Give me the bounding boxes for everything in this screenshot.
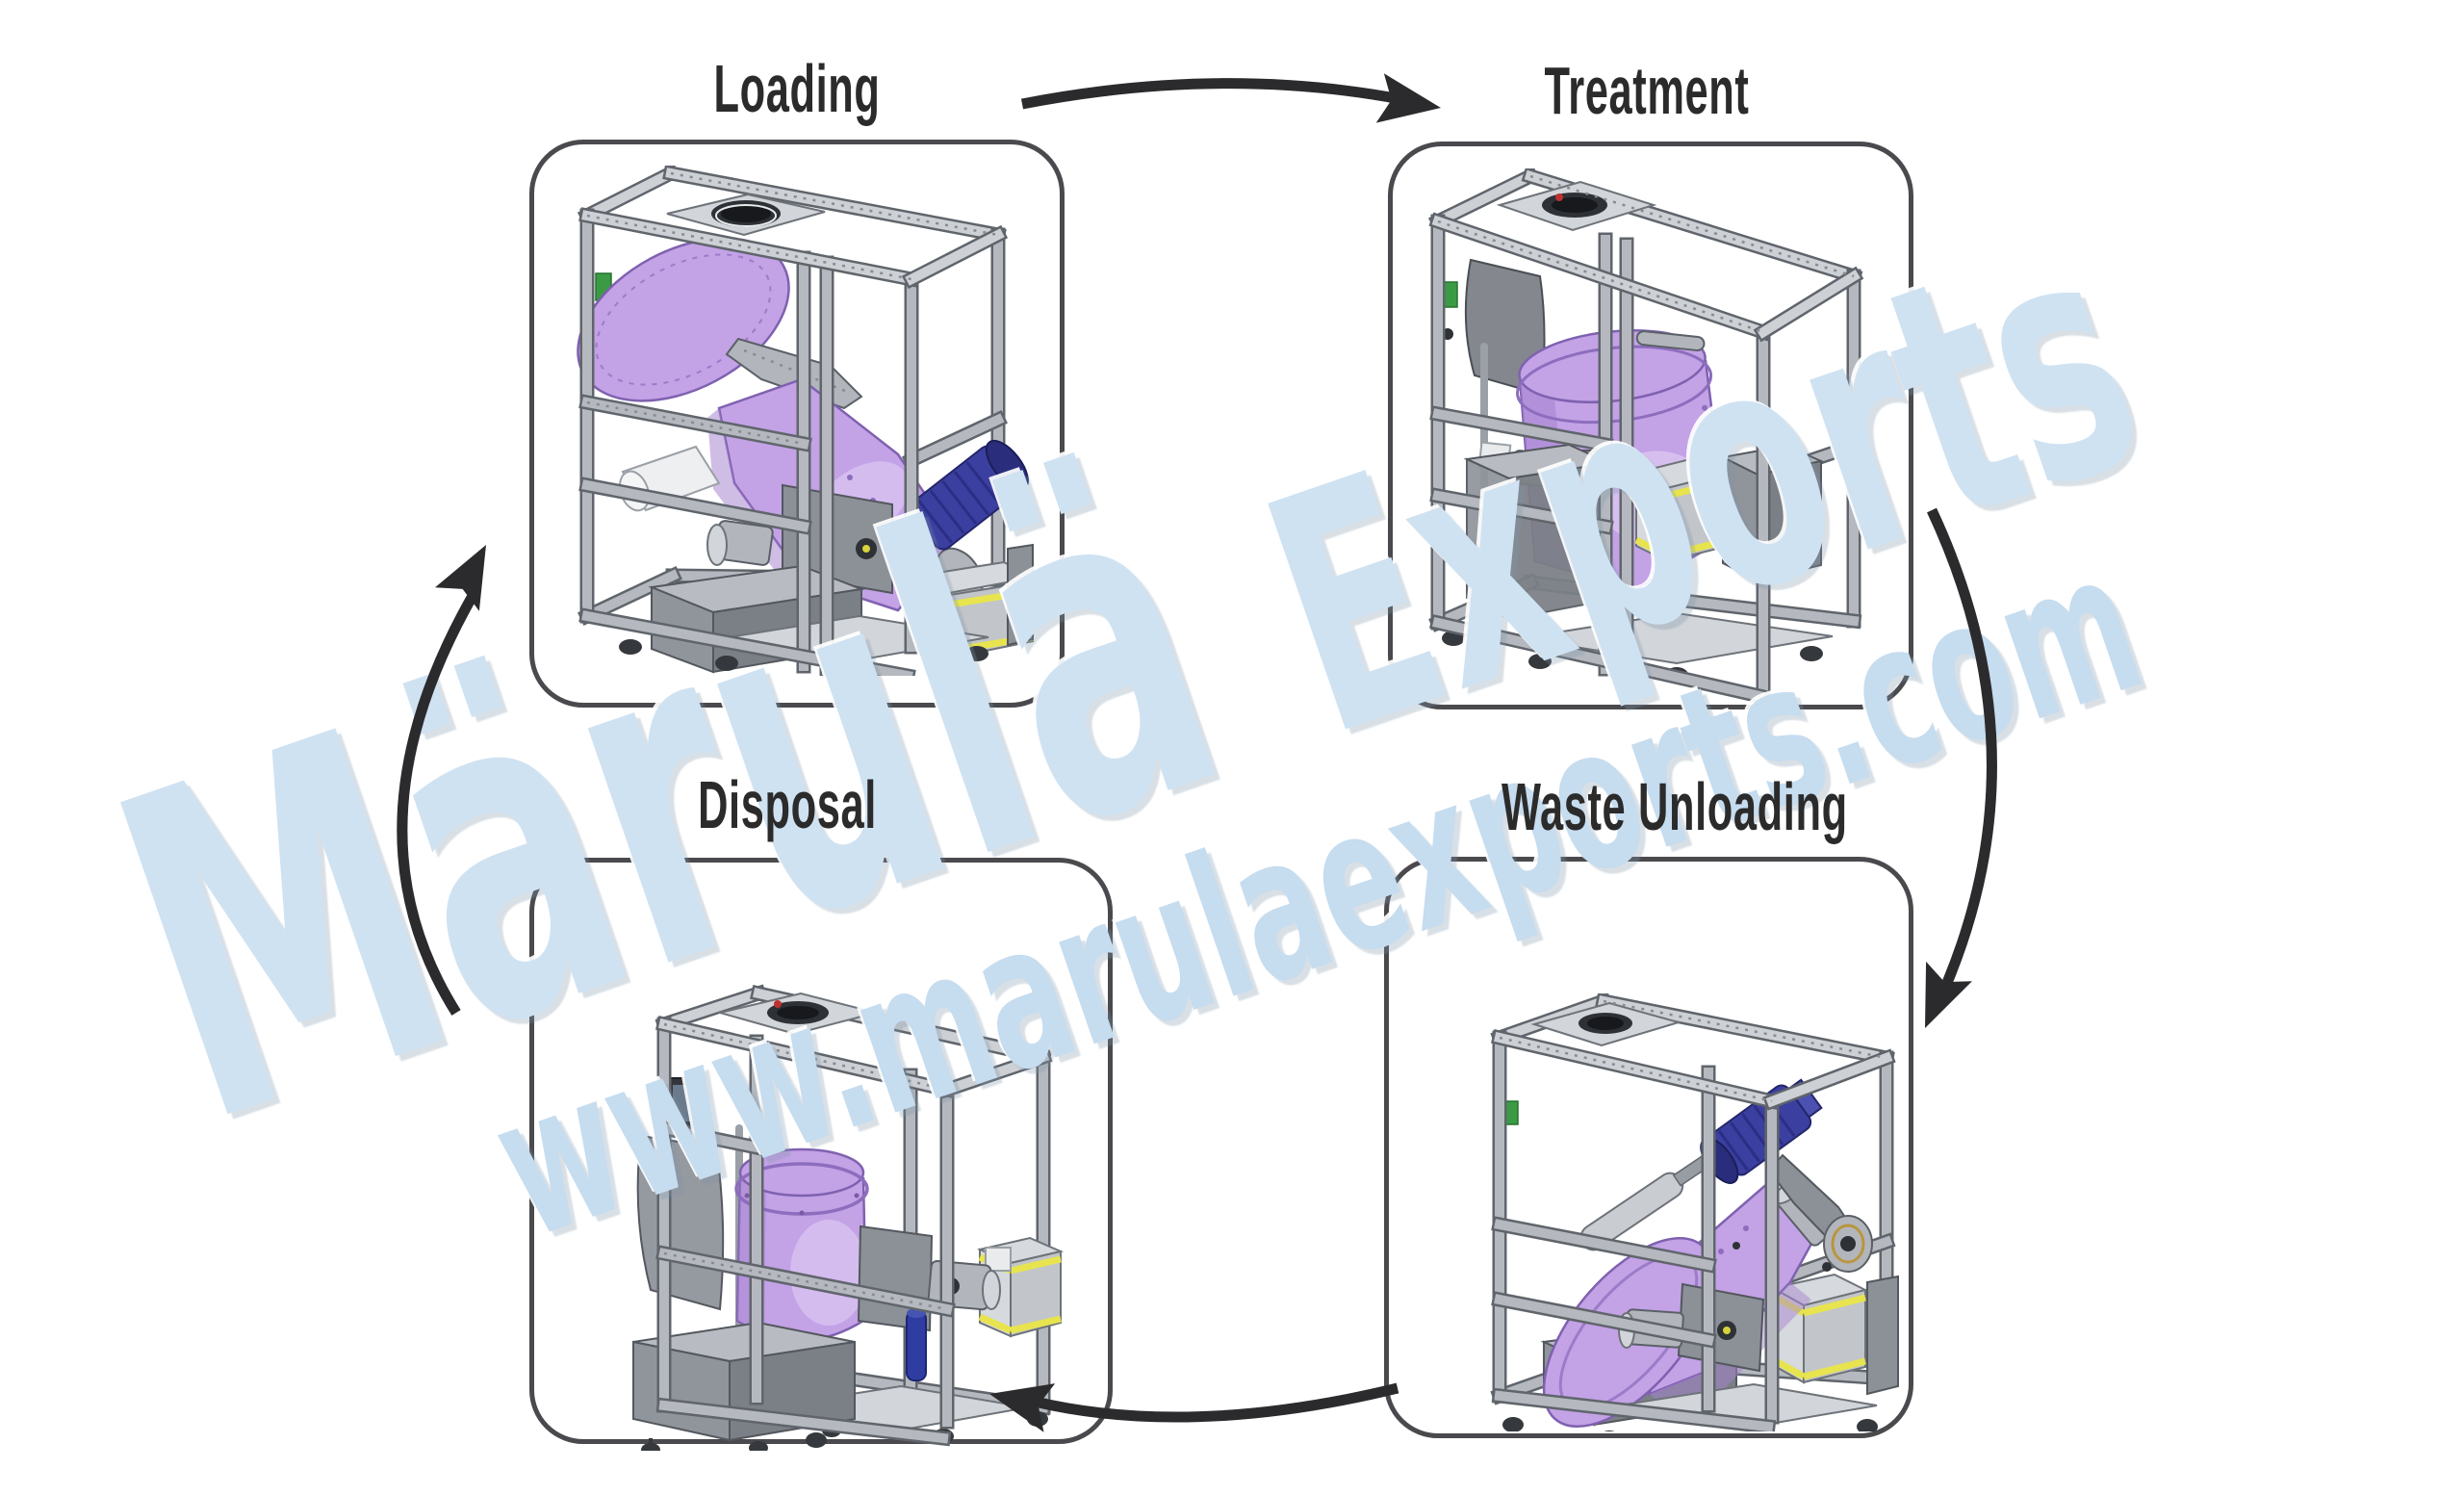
disposal-machine-illustration <box>632 984 1065 1451</box>
arrow-waste-unloading-to-disposal <box>989 1382 1399 1432</box>
cabinet-right <box>1007 543 1034 647</box>
electric-motor-blue <box>896 439 1029 558</box>
arrow-disposal-to-loading <box>397 545 486 1016</box>
cabinet-right <box>1866 1275 1899 1396</box>
top-feed-panel <box>1530 1001 1682 1047</box>
stage-label-disposal: Disposal <box>698 767 877 842</box>
top-feed-panel <box>666 193 826 237</box>
stage-label-loading: Loading <box>713 51 881 126</box>
arrow-treatment-to-waste-unloading <box>1925 507 1997 1028</box>
machine-frame-front <box>1428 174 1864 703</box>
arrow-loading-to-treatment <box>1020 73 1441 123</box>
machine-frame-front <box>655 1016 1053 1447</box>
blue-cylinder <box>906 1308 927 1381</box>
belt-arm-pulley <box>1767 1153 1873 1273</box>
waste-unloading-machine-illustration <box>1490 993 1899 1431</box>
hmi-screen <box>667 1077 702 1129</box>
loading-machine-illustration <box>577 166 1035 676</box>
stage-label-waste-unloading: Waste Unloading <box>1502 769 1848 844</box>
machine-frame-front <box>1490 999 1896 1431</box>
stage-label-treatment: Treatment <box>1544 53 1750 128</box>
control-box-yellow <box>1633 455 1732 563</box>
treatment-machine-illustration <box>1427 168 1864 703</box>
casters <box>1502 1417 1878 1431</box>
top-feed-panel <box>716 992 880 1036</box>
machine-frame-front <box>578 171 1009 676</box>
top-feed-panel <box>1496 180 1657 232</box>
